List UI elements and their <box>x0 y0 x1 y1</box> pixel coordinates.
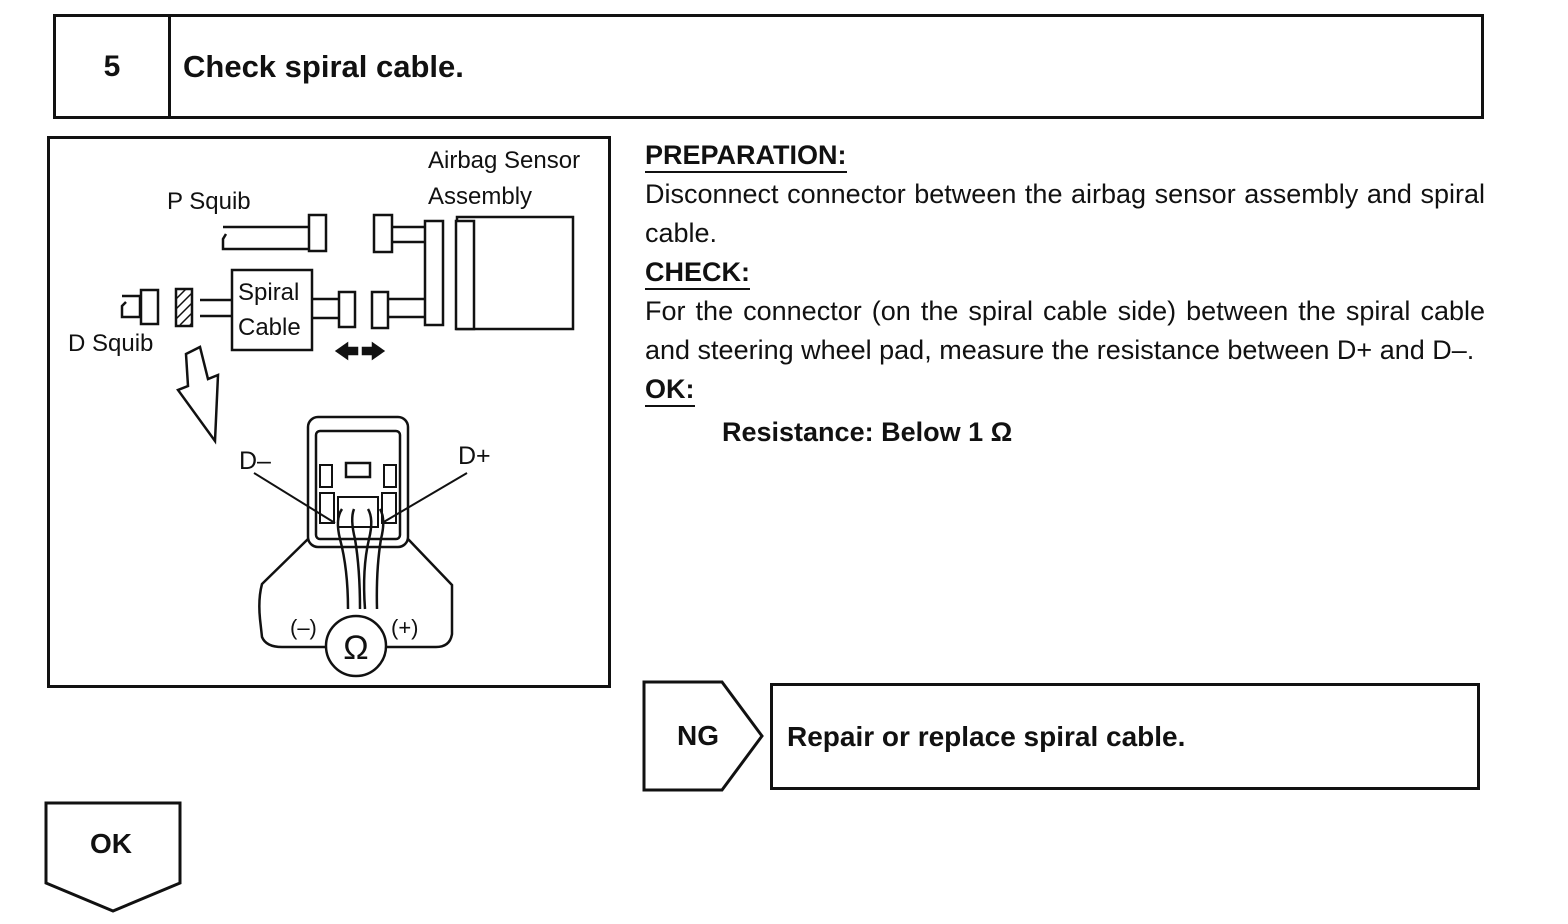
probe-positive-edge <box>375 508 385 610</box>
spiral-cable-diagram-svg: Airbag Sensor Assembly P Squib D Squib S… <box>68 147 580 678</box>
ohm-dial <box>324 614 388 678</box>
step-header: 5 Check spiral cable. <box>53 14 1484 119</box>
preparation-text: Disconnect connector between the airbag … <box>645 179 1485 248</box>
ok-spec: Resistance: Below 1 Ω <box>722 417 1013 447</box>
d-squib-label: D Squib <box>68 330 153 357</box>
d-minus-label: D– <box>239 447 271 475</box>
ng-result-tag: NG <box>642 680 768 797</box>
disconnect-arrow-right <box>361 341 386 361</box>
check-text: For the connector (on the spiral cable s… <box>645 296 1485 365</box>
d-plus-leader <box>381 472 468 524</box>
spiral-cable-body <box>230 268 314 352</box>
meter-negative-label: (–) <box>290 615 317 640</box>
d-minus-leader <box>253 472 336 524</box>
ok-heading: OK: <box>645 373 695 407</box>
spiral-label: Spiral <box>238 279 299 306</box>
preparation-heading: PREPARATION: <box>645 139 847 173</box>
wiring-diagram: Airbag Sensor Assembly P Squib D Squib S… <box>47 136 611 688</box>
direction-arrow <box>176 345 220 445</box>
ng-arrow-shape: NG <box>642 680 764 792</box>
p-squib-mating-connector <box>372 213 394 254</box>
airbag-sensor-label-1: Airbag Sensor <box>428 147 580 174</box>
ohm-symbol-icon: Ω <box>343 629 368 667</box>
meter-positive-label: (+) <box>391 615 419 640</box>
ohmmeter-body <box>258 538 454 649</box>
step-title: Check spiral cable. <box>183 48 464 84</box>
d-squib-wire <box>120 294 142 319</box>
d-plus-label: D+ <box>458 442 491 470</box>
probe-negative-edge <box>351 508 362 610</box>
ok-result-tag: OK <box>44 801 184 920</box>
p-squib-connector <box>307 213 328 253</box>
p-squib-label: P Squib <box>167 188 251 215</box>
ok-label: OK <box>90 828 132 859</box>
sensor-side-connector <box>370 290 390 330</box>
ng-label: NG <box>677 720 719 751</box>
instructions: PREPARATION: Disconnect connector betwee… <box>645 136 1485 452</box>
airbag-sensor-connector <box>454 219 476 331</box>
spiral-cable-connector <box>337 290 357 329</box>
probe-positive <box>362 508 373 610</box>
p-squib-wire <box>221 225 312 251</box>
step-number: 5 <box>56 17 171 116</box>
airbag-sensor-body <box>455 215 575 331</box>
disconnect-arrow-left <box>334 341 359 361</box>
cable-label: Cable <box>238 314 301 341</box>
airbag-sensor-label-2: Assembly <box>428 183 532 210</box>
check-heading: CHECK: <box>645 256 750 290</box>
probe-negative <box>336 508 350 610</box>
ng-action-box: Repair or replace spiral cable. <box>770 683 1480 790</box>
d-squib-connector <box>139 288 160 326</box>
sensor-harness-connector <box>423 219 445 327</box>
ok-arrow-shape: OK <box>44 801 182 913</box>
